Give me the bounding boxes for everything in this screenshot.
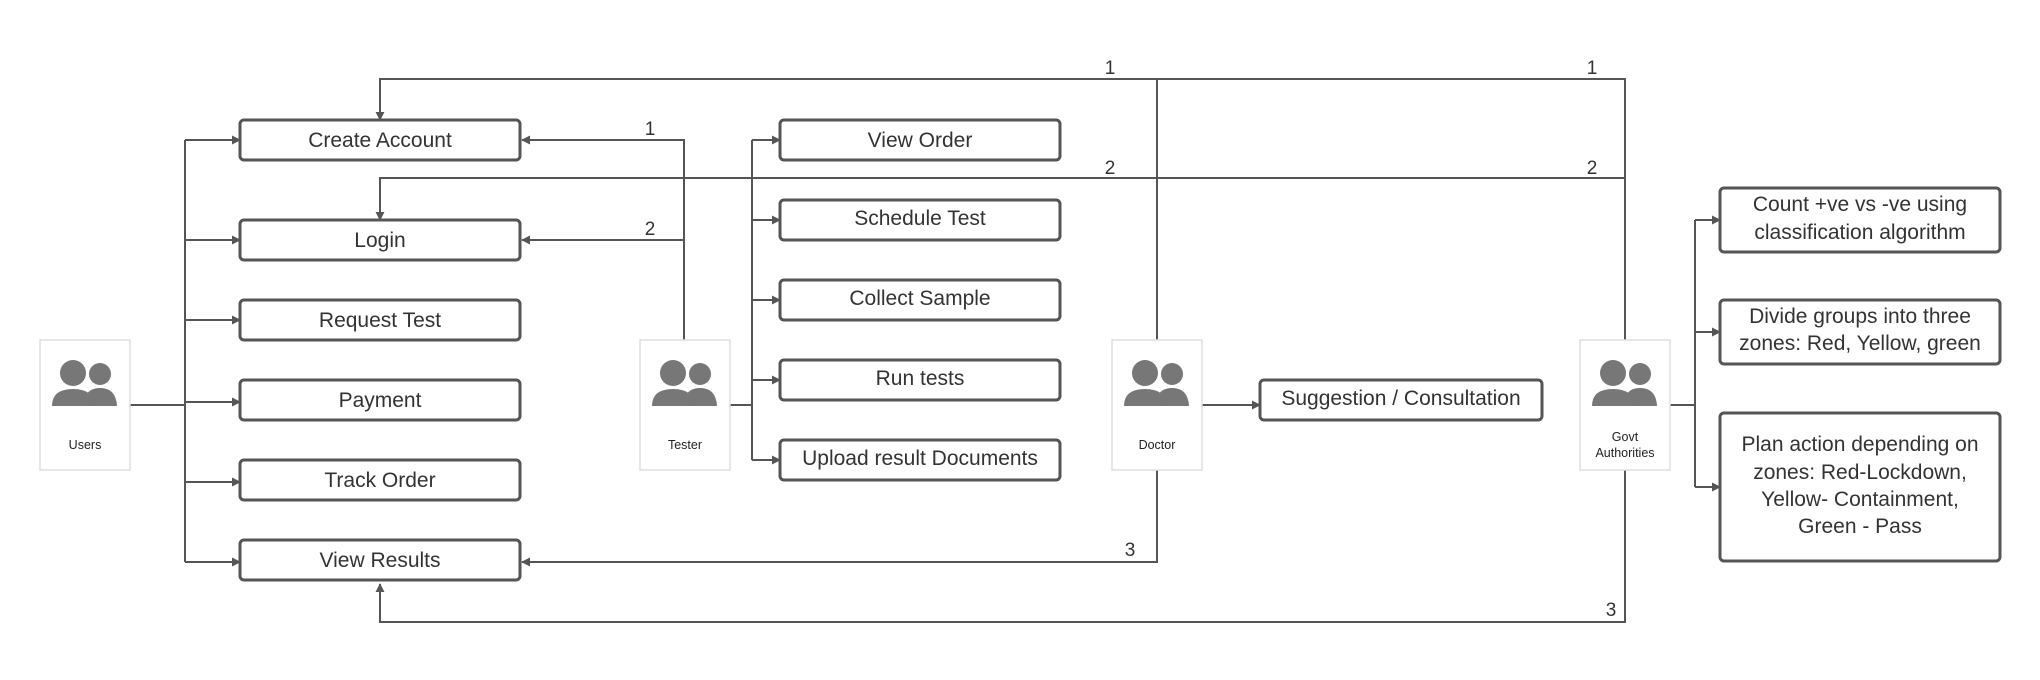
box-divide-line2: zones: Red, Yellow, green xyxy=(1739,332,1981,355)
label-doctor-view-results: 3 xyxy=(1125,540,1136,561)
box-view-results: View Results xyxy=(238,538,522,582)
connector-govt-view-results xyxy=(375,470,1626,623)
users-icon xyxy=(652,360,717,406)
label-govt-create-account: 1 xyxy=(1587,58,1598,79)
actor-doctor: Doctor xyxy=(1111,339,1203,471)
box-upload-results: Upload result Documents xyxy=(778,438,1062,482)
connector-users-trunk xyxy=(130,140,186,562)
box-suggestion-label: Suggestion / Consultation xyxy=(1281,387,1520,410)
box-run-tests: Run tests xyxy=(778,358,1062,402)
connector-govt-login xyxy=(1157,177,1626,340)
label-tester-login: 2 xyxy=(645,219,656,240)
connector-tester-trunk xyxy=(730,140,753,460)
box-count-line2: classification algorithm xyxy=(1754,221,1965,244)
box-plan-line4: Green - Pass xyxy=(1798,515,1922,538)
box-plan-action: Plan action depending on zones: Red-Lock… xyxy=(1718,411,2002,563)
box-run-tests-label: Run tests xyxy=(876,367,965,390)
box-plan-line1: Plan action depending on xyxy=(1741,433,1978,456)
box-login-label: Login xyxy=(354,229,405,252)
actor-govt-authorities: Govt Authorities xyxy=(1579,339,1671,471)
box-request-test: Request Test xyxy=(238,298,522,342)
actor-tester-label: Tester xyxy=(668,438,702,452)
box-login: Login xyxy=(238,218,522,262)
box-divide-zones: Divide groups into three zones: Red, Yel… xyxy=(1718,298,2002,366)
actor-doctor-label: Doctor xyxy=(1139,438,1176,452)
box-upload-results-label: Upload result Documents xyxy=(802,447,1038,470)
box-view-order: View Order xyxy=(778,118,1062,162)
users-icon xyxy=(52,360,117,406)
box-payment-label: Payment xyxy=(339,389,422,412)
users-icon xyxy=(1124,360,1189,406)
box-view-results-label: View Results xyxy=(320,549,441,572)
users-icon xyxy=(1592,360,1657,406)
actor-govt-label-line1: Govt xyxy=(1612,430,1639,444)
label-doctor-create-account: 1 xyxy=(1105,58,1116,79)
box-plan-line2: zones: Red-Lockdown, xyxy=(1753,461,1967,484)
box-create-account: Create Account xyxy=(238,118,522,162)
actor-tester: Tester xyxy=(639,339,731,471)
connector-doctor-view-results xyxy=(521,470,1158,567)
box-track-order: Track Order xyxy=(238,458,522,502)
label-doctor-login: 2 xyxy=(1105,158,1116,179)
box-count-line1: Count +ve vs -ve using xyxy=(1753,193,1967,216)
connector-govt-trunk xyxy=(1670,220,1696,487)
box-schedule-test-label: Schedule Test xyxy=(854,207,986,230)
box-schedule-test: Schedule Test xyxy=(778,198,1062,242)
connector-doctor-login xyxy=(375,177,1158,340)
box-view-order-label: View Order xyxy=(868,129,973,152)
box-divide-line1: Divide groups into three xyxy=(1749,305,1971,328)
connector-labels: 1 2 1 1 2 2 3 3 xyxy=(645,58,1617,621)
box-request-test-label: Request Test xyxy=(319,309,441,332)
box-count-classification: Count +ve vs -ve using classification al… xyxy=(1718,186,2002,254)
label-govt-view-results: 3 xyxy=(1606,600,1617,621)
actor-users: Users xyxy=(39,339,131,471)
connector-tester-create-account xyxy=(521,135,685,340)
box-suggestion-consultation: Suggestion / Consultation xyxy=(1258,378,1544,422)
connectors xyxy=(130,78,1721,623)
label-govt-login: 2 xyxy=(1587,158,1598,179)
box-payment: Payment xyxy=(238,378,522,422)
connector-govt-create-account xyxy=(1157,78,1626,340)
actor-govt-label-line2: Authorities xyxy=(1595,446,1654,460)
box-track-order-label: Track Order xyxy=(324,469,435,492)
actor-users-label: Users xyxy=(69,438,102,452)
box-plan-line3: Yellow- Containment, xyxy=(1761,488,1959,511)
box-collect-sample: Collect Sample xyxy=(778,278,1062,322)
box-create-account-label: Create Account xyxy=(308,129,452,152)
box-collect-sample-label: Collect Sample xyxy=(849,287,990,310)
label-tester-create-account: 1 xyxy=(645,119,656,140)
